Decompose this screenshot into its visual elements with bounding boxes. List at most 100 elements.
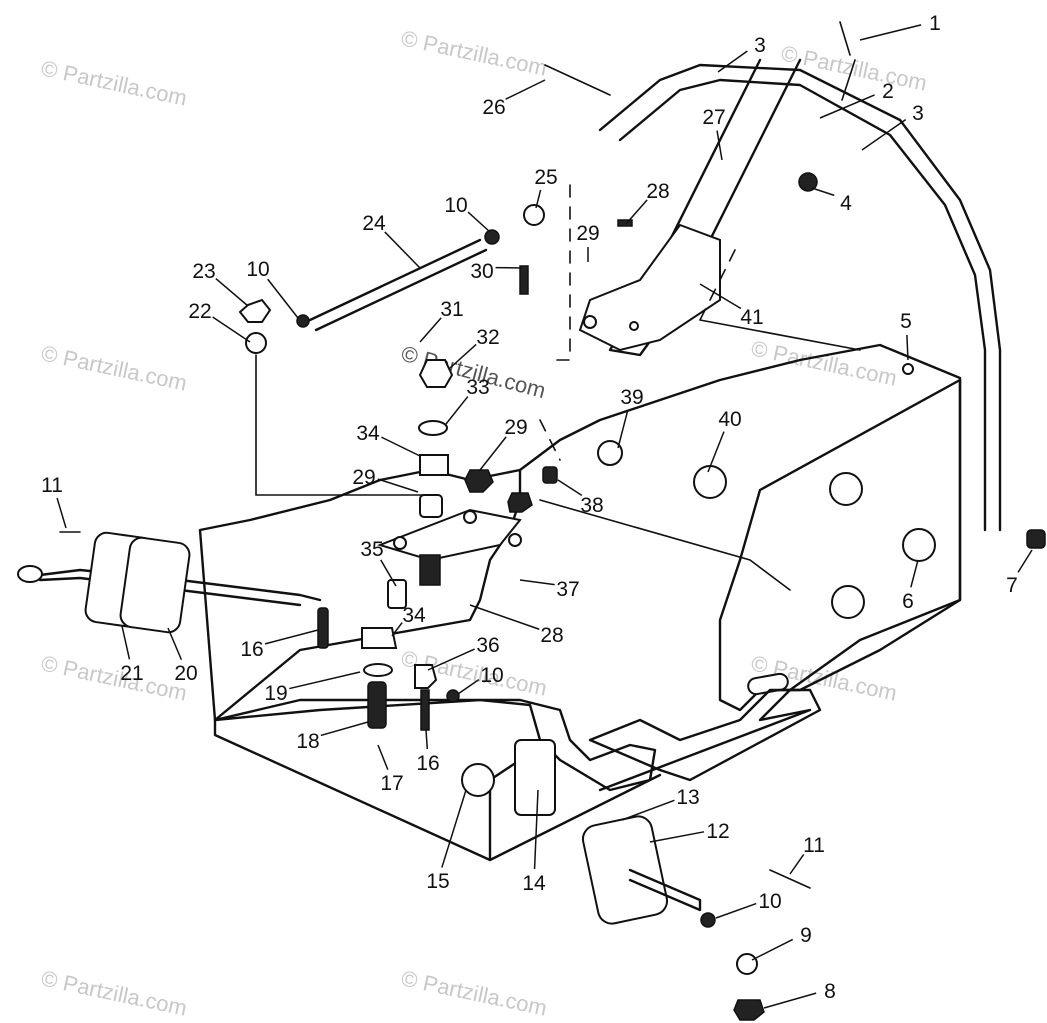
callout-label-21: 21 (120, 662, 143, 685)
callout-leader-12 (649, 831, 705, 843)
callout-label-10d: 10 (758, 890, 781, 913)
callout-label-11a: 11 (41, 474, 63, 497)
callout-leader-34b (391, 622, 403, 637)
callout-label-29a: 29 (576, 222, 599, 245)
callout-leaders (56, 24, 1033, 1009)
callout-label-29c: 29 (504, 416, 527, 439)
callout-label-27: 27 (702, 106, 725, 129)
callout-leader-25 (535, 189, 542, 209)
callout-leader-37 (519, 579, 555, 586)
watermark-text: © Partzilla.com (399, 965, 549, 1020)
callout-leader-26 (505, 79, 546, 100)
callout-label-9: 9 (800, 924, 812, 947)
callout-label-30: 30 (470, 260, 493, 283)
callout-label-10c: 10 (480, 664, 503, 687)
callout-leader-29c (479, 436, 507, 471)
callout-leader-29b (377, 478, 419, 493)
callout-leader-17 (377, 744, 389, 770)
callout-label-38: 38 (580, 494, 603, 517)
callout-leader-21 (121, 625, 131, 660)
callout-label-12: 12 (706, 820, 729, 843)
callout-leader-19 (289, 671, 361, 690)
callout-label-3a: 3 (754, 34, 766, 57)
callout-leader-13 (621, 799, 675, 821)
callout-leader-1 (859, 24, 922, 41)
callout-leader-27 (716, 130, 723, 161)
callout-label-31: 31 (440, 298, 463, 321)
callout-label-15: 15 (426, 870, 449, 893)
callout-label-24: 24 (362, 212, 386, 235)
callout-leader-18 (320, 721, 369, 737)
callout-leader-38 (557, 479, 583, 497)
callout-label-18: 18 (296, 730, 319, 753)
callout-leader-20 (167, 627, 183, 661)
callout-label-37: 37 (556, 578, 579, 601)
callout-leader-11a (56, 497, 67, 529)
callout-leader-34a (381, 436, 421, 457)
callout-leader-9 (751, 938, 794, 961)
callout-label-6: 6 (902, 590, 914, 613)
callout-label-22: 22 (188, 300, 211, 323)
callout-leader-6 (910, 559, 919, 588)
callout-label-26: 26 (482, 96, 505, 119)
callout-label-34b: 34 (402, 604, 426, 627)
callout-label-17: 17 (380, 772, 403, 795)
callout-leader-31 (419, 317, 442, 343)
callout-leader-8 (763, 992, 817, 1009)
callout-label-20: 20 (174, 662, 197, 685)
watermark-text: © Partzilla.com (39, 340, 189, 395)
callout-label-8: 8 (824, 980, 836, 1003)
callout-leader-4 (811, 187, 835, 197)
callout-label-36: 36 (476, 634, 499, 657)
callout-leader-10c (457, 679, 480, 695)
callout-label-16a: 16 (240, 638, 263, 661)
callout-leader-5 (906, 334, 909, 361)
callout-leader-28a (625, 199, 648, 225)
callout-label-13: 13 (676, 786, 699, 809)
callout-label-25: 25 (534, 166, 557, 189)
callout-leader-3a (717, 50, 748, 73)
callout-label-14: 14 (522, 872, 546, 895)
callout-label-34a: 34 (356, 422, 380, 445)
callout-label-39: 39 (620, 386, 643, 409)
watermark-text: © Partzilla.com (399, 25, 549, 80)
callout-leader-22 (212, 316, 251, 343)
callout-label-40: 40 (718, 408, 741, 431)
callout-label-5: 5 (900, 310, 912, 333)
callout-label-10b: 10 (246, 258, 269, 281)
callout-label-28b: 28 (540, 624, 563, 647)
callout-leader-23 (215, 277, 249, 307)
callout-leader-32 (449, 343, 477, 369)
callout-label-23: 23 (192, 260, 215, 283)
callout-label-11b: 11 (803, 834, 825, 857)
watermark-text: © Partzilla.com (779, 40, 929, 95)
callout-leader-40 (707, 431, 725, 473)
callout-leader-28b (469, 604, 540, 630)
callout-label-19: 19 (264, 682, 287, 705)
callout-label-2: 2 (882, 80, 894, 103)
callout-label-7: 7 (1006, 574, 1018, 597)
callout-label-29b: 29 (352, 466, 375, 489)
callout-leader-33 (445, 396, 469, 425)
callout-label-28a: 28 (646, 180, 669, 203)
callout-leader-16b (425, 729, 429, 750)
callout-labels: 1233456789101010101111121314151616171819… (41, 12, 1018, 1003)
callout-leader-14 (533, 789, 539, 870)
callout-leader-16a (264, 629, 319, 645)
callout-leader-10d (715, 902, 757, 919)
callout-label-3b: 3 (912, 102, 924, 125)
callout-leader-3b (861, 118, 907, 151)
callout-leader-10b (267, 278, 299, 319)
callout-label-4: 4 (840, 192, 852, 215)
callout-leader-11b (789, 854, 805, 875)
callout-leader-15 (441, 789, 467, 868)
callout-label-1: 1 (929, 12, 941, 35)
callout-leader-36 (427, 648, 475, 671)
watermark-text: © Partzilla.com (39, 965, 189, 1020)
callout-label-32: 32 (476, 326, 499, 349)
callout-leader-2 (819, 94, 875, 119)
callout-leader-41 (699, 283, 742, 310)
callout-leader-7 (1017, 549, 1033, 573)
frame-outline (17, 21, 1046, 1021)
